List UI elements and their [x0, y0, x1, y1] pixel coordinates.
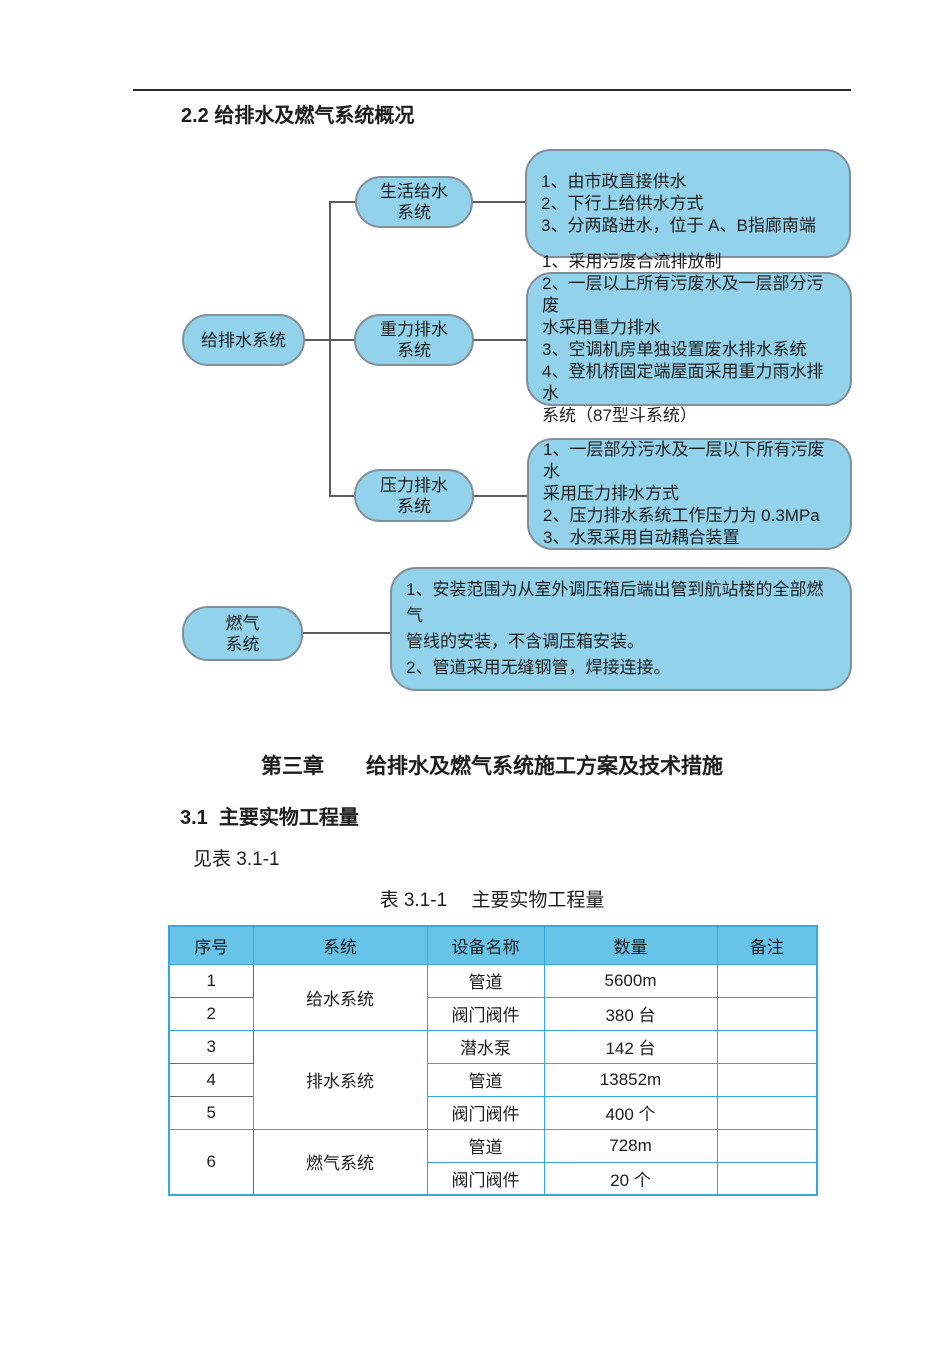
table-row: 4 管道 13852m: [168, 1062, 818, 1097]
cell-quantity: 380 台: [543, 996, 718, 1031]
table-row: 阀门阀件 20 个: [169, 1161, 818, 1196]
cell-quantity: 728m: [543, 1128, 718, 1163]
cell-quantity: 20 个: [543, 1161, 718, 1196]
table-row: 5 阀门阀件 400 个: [168, 1095, 818, 1130]
node-supply-drainage-system: 给排水系统: [182, 314, 305, 366]
detail-box-gas: 1、安装范围为从室外调压箱后端出管到航站楼的全部燃气 管线的安装，不含调压箱安装…: [390, 567, 852, 691]
node-gas-system: 燃气 系统: [182, 606, 303, 661]
cell-device: 潜水泵: [426, 1029, 545, 1064]
cell-no: 6: [168, 1128, 254, 1196]
cell-no: 1: [168, 963, 254, 998]
cell-note: [716, 1029, 818, 1064]
cell-no: 5: [168, 1095, 254, 1130]
col-header-device: 设备名称: [426, 925, 545, 965]
cell-note: [716, 1128, 818, 1163]
cell-no: 3: [168, 1029, 254, 1064]
cell-device: 阀门阀件: [426, 1161, 545, 1196]
cell-device: 管道: [426, 1128, 545, 1163]
col-header-no: 序号: [168, 925, 254, 965]
see-table-reference: 见表 3.1-1: [193, 849, 280, 870]
connector-gas-to-detail: [302, 632, 391, 634]
cell-note: [716, 996, 818, 1031]
detail-box-domestic-water: 1、由市政直接供水 2、下行上给供水方式 3、分两路进水，位于 A、B指廊南端: [525, 149, 851, 258]
cell-quantity: 400 个: [543, 1095, 718, 1130]
cell-system: 排水系统: [252, 1029, 428, 1130]
cell-note: [716, 1095, 818, 1130]
connector-main-to-gravity: [304, 339, 355, 341]
table-row: 1 给水系统 管道 5600m: [168, 963, 818, 1031]
connector-pressure-to-detail: [473, 495, 528, 497]
table-header-row: 序号 系统 设备名称 数量 备注: [168, 925, 818, 965]
connector-trunk-vertical: [329, 201, 331, 497]
cell-note: [716, 1062, 818, 1097]
quantities-table: 序号 系统 设备名称 数量 备注 1 给水系统 管道 5600m 2 阀门阀件 …: [168, 925, 818, 1196]
cell-device: 阀门阀件: [426, 1095, 545, 1130]
detail-box-pressure-drainage: 1、一层部分污水及一层以下所有污废水 采用压力排水方式 2、压力排水系统工作压力…: [527, 438, 852, 550]
connector-gravity-to-detail: [473, 339, 527, 341]
node-pressure-drainage-system: 压力排水 系统: [354, 469, 474, 522]
table-row: 2 阀门阀件 380 台: [168, 996, 818, 1031]
cell-note: [716, 1161, 818, 1196]
cell-note: [716, 963, 818, 998]
section-heading-3-1: 3.1 主要实物工程量: [180, 807, 359, 829]
cell-system: 燃气系统: [252, 1128, 428, 1196]
cell-device: 阀门阀件: [426, 996, 545, 1031]
cell-quantity: 5600m: [543, 963, 718, 998]
connector-domestic-to-detail: [472, 201, 526, 203]
connector-to-pressure: [330, 495, 355, 497]
cell-no: 2: [168, 996, 254, 1031]
chapter-heading: 第三章 给排水及燃气系统施工方案及技术措施: [261, 755, 723, 778]
section-heading-2-2: 2.2 给排水及燃气系统概况: [181, 105, 415, 127]
cell-device: 管道: [426, 963, 545, 998]
col-header-quantity: 数量: [543, 925, 718, 965]
connector-to-domestic-water: [330, 201, 356, 203]
node-gravity-drainage-system: 重力排水 系统: [354, 314, 474, 366]
cell-quantity: 142 台: [543, 1029, 718, 1064]
detail-box-gravity-drainage: 1、采用污废合流排放制 2、一层以上所有污废水及一层部分污废 水采用重力排水 3…: [526, 252, 852, 425]
cell-no: 4: [168, 1062, 254, 1097]
table-row: 3 排水系统 潜水泵 142 台: [168, 1029, 818, 1130]
table-row: 6 燃气系统 管道 728m: [168, 1128, 818, 1196]
cell-system: 给水系统: [252, 963, 428, 1031]
cell-quantity: 13852m: [543, 1062, 718, 1097]
cell-device: 管道: [426, 1062, 545, 1097]
page-header-rule: [133, 89, 851, 91]
col-header-note: 备注: [716, 925, 818, 965]
node-domestic-water-system: 生活给水 系统: [355, 176, 473, 228]
table-title: 表 3.1-1 主要实物工程量: [379, 890, 605, 911]
col-header-system: 系统: [252, 925, 428, 965]
